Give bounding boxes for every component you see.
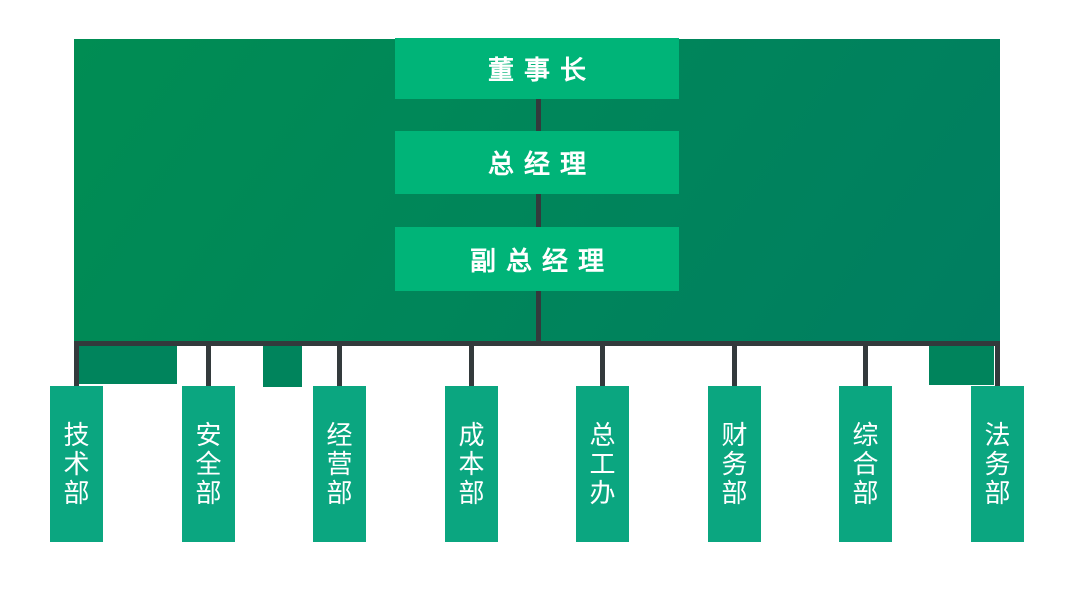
accent-patch-left — [79, 343, 177, 384]
department-box-general-affairs: 综合部 — [839, 386, 892, 542]
connector-stub — [469, 341, 474, 388]
chairman-label: 董事长 — [487, 55, 596, 85]
trunk-connector-line — [536, 60, 541, 346]
horizontal-connector-line — [75, 341, 1000, 346]
department-box-technology: 技术部 — [50, 386, 103, 542]
department-label: 经营部 — [326, 419, 353, 508]
deputy-general-manager-box: 副总经理 — [395, 227, 679, 291]
connector-stub — [74, 341, 79, 388]
deputy-general-manager-label: 副总经理 — [469, 245, 614, 276]
connector-stub — [732, 341, 737, 388]
connector-stub — [337, 341, 342, 388]
connector-stub — [995, 341, 1000, 388]
department-label: 总工办 — [589, 419, 616, 508]
chairman-box: 董事长 — [395, 38, 679, 99]
accent-patch-right — [929, 343, 994, 385]
accent-patch-mid — [263, 343, 302, 387]
department-label: 法务部 — [984, 419, 1011, 508]
department-box-cost: 成本部 — [445, 386, 498, 542]
department-label: 综合部 — [852, 419, 879, 508]
general-manager-label: 总经理 — [487, 149, 596, 179]
department-box-safety: 安全部 — [182, 386, 235, 542]
connector-stub — [600, 341, 605, 388]
connector-stub — [206, 341, 211, 388]
department-label: 安全部 — [195, 419, 222, 508]
department-label: 财务部 — [721, 419, 748, 508]
department-box-finance: 财务部 — [708, 386, 761, 542]
department-box-chief-engineer-office: 总工办 — [576, 386, 629, 542]
connector-stub — [863, 341, 868, 388]
department-label: 技术部 — [63, 419, 90, 508]
department-box-operations: 经营部 — [313, 386, 366, 542]
department-box-legal: 法务部 — [971, 386, 1024, 542]
department-label: 成本部 — [458, 419, 485, 508]
general-manager-box: 总经理 — [395, 131, 679, 194]
